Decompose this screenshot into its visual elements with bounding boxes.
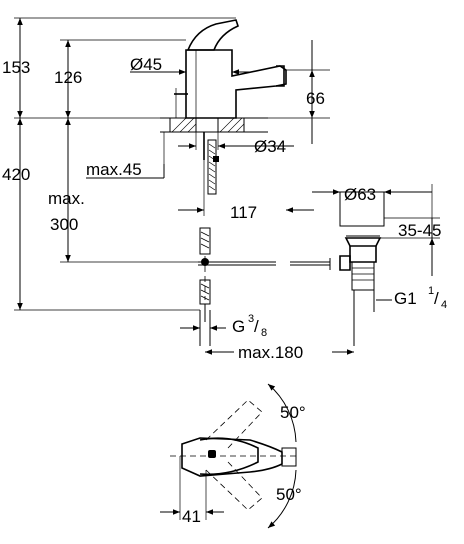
label-g114-main: G1: [394, 289, 417, 308]
label-g114-num: 1: [428, 285, 434, 297]
label-g38-num: 3: [248, 313, 254, 325]
label-dia45: Ø45: [130, 55, 162, 74]
label-max300-a: max.: [48, 189, 85, 208]
dimension-lines: [14, 17, 440, 355]
label-66: 66: [306, 89, 325, 108]
label-g38-main: G: [232, 317, 245, 336]
supply-hoses: [199, 132, 219, 322]
label-35-45: 35-45: [398, 221, 441, 240]
label-angle-bottom: 50°: [276, 485, 302, 504]
label-g38-sep: /: [254, 317, 259, 336]
label-420: 420: [2, 165, 30, 184]
popup-linkage: [198, 258, 331, 270]
label-max45: max.45: [86, 160, 142, 179]
dimension-labels: 153 126 Ø45 66 Ø34 max.45 420 max. 300 1…: [2, 55, 447, 526]
label-max180: max.180: [238, 343, 303, 362]
label-117: 117: [230, 203, 257, 222]
label-angle-top: 50°: [280, 403, 306, 422]
label-g114-den: 4: [441, 299, 447, 311]
label-dia34: Ø34: [254, 137, 286, 156]
faucet-side-view: [174, 19, 287, 119]
waste-assembly: [339, 191, 385, 291]
countertop: [160, 117, 268, 133]
label-153: 153: [2, 58, 30, 77]
faucet-top-view: [160, 383, 300, 529]
label-max300-b: 300: [50, 215, 78, 234]
label-41: 41: [182, 507, 201, 526]
label-g38-den: 8: [261, 327, 267, 339]
label-dia63: Ø63: [344, 185, 376, 204]
label-126: 126: [54, 68, 82, 87]
label-g114-sep: /: [434, 289, 439, 308]
